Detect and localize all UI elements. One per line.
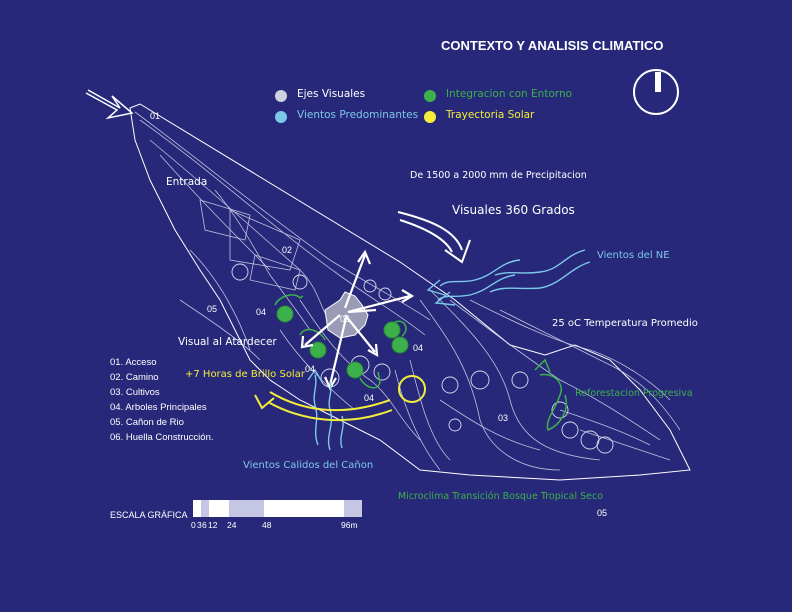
legend-trayectoria-solar: Trayectoria Solar (446, 109, 535, 121)
label-brillo-solar: +7 Horas de Brillo Solar (185, 369, 305, 380)
scale-tick: 0 (191, 520, 196, 530)
visuales-arrow (397, 211, 471, 264)
zone-label-01: 01 (150, 111, 161, 121)
list-item: 04. Arboles Principales (110, 402, 207, 413)
list-item: 06. Huella Construcción. (110, 432, 214, 443)
list-item: 01. Acceso (110, 357, 157, 368)
label-microclima: Microclima Transición Bosque Tropical Se… (398, 491, 604, 502)
zone-label-06: 06 (340, 314, 351, 324)
zone-label-05: 05 (597, 508, 608, 518)
list-item: 05. Cañon de Rio (110, 417, 184, 428)
integration-strokes (274, 294, 567, 432)
scale-label: ESCALA GRÁFICA (110, 510, 188, 520)
scale-tick: 6 (202, 520, 207, 530)
label-visuales-360: Visuales 360 Grados (452, 203, 575, 217)
label-reforestacion: Reforestacion Progresiva (575, 388, 693, 399)
wind-ne-arrows (426, 249, 591, 306)
zone-label-04: 04 (364, 393, 375, 403)
label-entrada: Entrada (166, 176, 208, 188)
north-indicator (633, 69, 679, 115)
label-visual-atardecer: Visual al Atardecer (178, 336, 277, 348)
site-boundary (129, 103, 691, 481)
entry-arrow (85, 89, 134, 120)
scale-tick: 3 (197, 520, 202, 530)
zone-label-04: 04 (256, 307, 267, 317)
zone-list: 01. Acceso 02. Camino 03. Cultivos 04. A… (110, 355, 214, 445)
building-footprint (324, 291, 369, 339)
zone-label-05: 05 (207, 304, 218, 314)
visual-axes-arrows (300, 249, 415, 391)
page-title: CONTEXTO Y ANALISIS CLIMATICO (441, 38, 664, 53)
contour-lines (134, 111, 681, 471)
solar-trajectory (254, 375, 426, 422)
legend-vientos-predominantes: Vientos Predominantes (297, 109, 419, 121)
zone-label-03: 03 (498, 413, 509, 423)
legend-ejes-visuales: Ejes Visuales (297, 88, 366, 100)
scale-tick: 96m (341, 520, 358, 530)
scale-tick: 48 (262, 520, 272, 530)
list-item: 02. Camino (110, 372, 159, 383)
label-temperatura: 25 oC Temperatura Promedio (552, 318, 698, 329)
zone-label-04: 04 (413, 343, 424, 353)
tree-circles (231, 263, 614, 454)
legend-integracion-entorno: Integracion con Entorno (446, 88, 573, 100)
scale-tick: 24 (227, 520, 237, 530)
zone-label-04: 04 (305, 364, 316, 374)
scale-bar (193, 500, 362, 517)
zone-label-02: 02 (282, 245, 293, 255)
list-item: 03. Cultivos (110, 387, 160, 398)
label-vientos-ne: Vientos del NE (597, 250, 670, 261)
label-precipitacion: De 1500 a 2000 mm de Precipitacion (410, 170, 587, 181)
label-vientos-canon: Vientos Calidos del Cañon (243, 460, 374, 471)
integration-circles (276, 305, 409, 379)
scale-tick: 12 (208, 520, 218, 530)
legend-icons (275, 90, 436, 123)
